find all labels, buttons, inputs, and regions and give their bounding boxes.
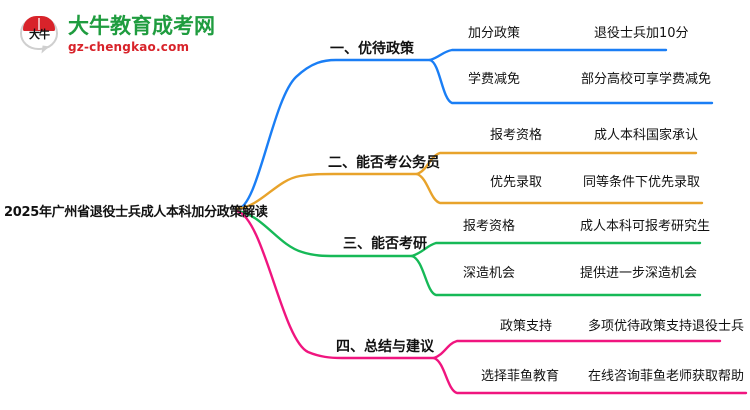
branch-4-connectors <box>235 209 748 395</box>
branch-2-label: 二、能否考公务员 <box>328 155 440 171</box>
branch-3-label: 三、能否考研 <box>343 236 427 252</box>
branch-2-fork-up <box>415 151 698 176</box>
site-logo: 大牛 大牛教育成考网 gz-chengkao.com <box>18 10 215 58</box>
branch-1-fork-up <box>428 48 668 62</box>
branch-2-child-1-detail: 成人本科国家承认 <box>594 128 699 143</box>
branch-4-child-2-detail: 在线咨询菲鱼老师获取帮助 <box>588 369 745 384</box>
branch-4-child-1-detail: 多项优待政策支持退役士兵 <box>588 319 745 334</box>
branch-2-child-2-detail: 同等条件下优先录取 <box>583 175 701 190</box>
logo-mark-text: 大牛 <box>29 28 50 41</box>
branch-1-child-1-detail: 退役士兵加10分 <box>594 26 689 41</box>
branch-4-child-2-label: 选择菲鱼教育 <box>481 369 560 384</box>
branch-4-child-1-label: 政策支持 <box>500 319 553 334</box>
branch-3-child-2-label: 深造机会 <box>463 266 516 281</box>
branch-1-label: 一、优待政策 <box>330 41 414 57</box>
branch-1-child-2-detail: 部分高校可享学费减免 <box>581 72 712 87</box>
branch-1-connectors <box>235 48 714 211</box>
branch-2-root-curve <box>235 172 419 211</box>
branch-4-label: 四、总结与建议 <box>336 339 434 355</box>
branch-3-child-1-detail: 成人本科可报考研究生 <box>580 219 711 234</box>
branch-1-child-1-label: 加分政策 <box>468 26 521 41</box>
branch-4-fork-up <box>432 339 722 360</box>
logo-wordmark: 大牛教育成考网 gz-chengkao.com <box>68 13 215 54</box>
logo-bubble-icon: 大牛 <box>18 13 62 55</box>
branch-3-connectors <box>235 209 702 297</box>
logo-red-cap <box>23 16 55 31</box>
branch-2-connectors <box>235 151 704 211</box>
branch-4-fork-down <box>432 356 748 395</box>
branch-2-child-1-label: 报考资格 <box>490 128 543 143</box>
logo-title: 大牛教育成考网 <box>68 13 215 38</box>
branch-1-root-curve <box>235 58 432 211</box>
branch-1-fork-down <box>428 58 714 105</box>
branch-3-child-1-label: 报考资格 <box>463 219 516 234</box>
branch-3-child-2-detail: 提供进一步深造机会 <box>580 266 698 281</box>
branch-2-child-2-label: 优先录取 <box>490 175 543 190</box>
branch-3-fork-up <box>410 241 702 258</box>
branch-1-child-2-label: 学费减免 <box>468 72 521 87</box>
branch-3-fork-down <box>410 254 702 297</box>
branch-2-fork-down <box>415 172 704 205</box>
branch-3-root-curve <box>235 209 414 258</box>
mindmap-root-label: 2025年广州省退役士兵成人本科加分政策解读 <box>4 205 268 220</box>
branch-4-root-curve <box>235 209 436 360</box>
logo-domain: gz-chengkao.com <box>68 39 190 54</box>
